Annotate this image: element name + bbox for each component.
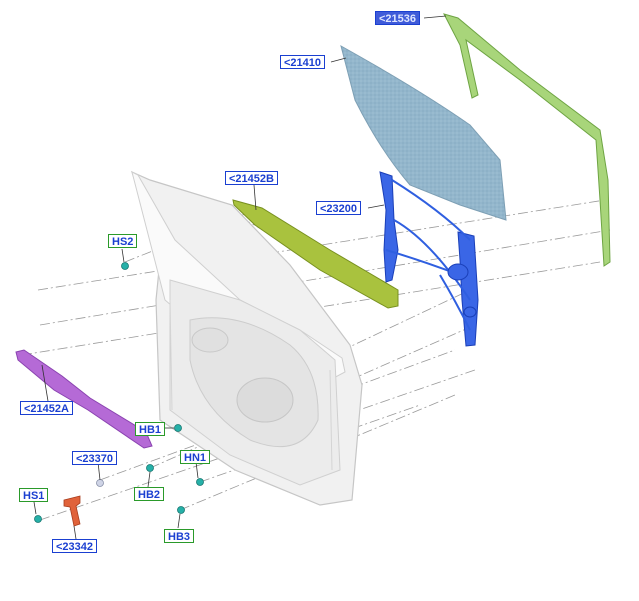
fasteners <box>34 262 204 523</box>
callout-23200[interactable]: <23200 <box>316 201 362 215</box>
callout-hn1[interactable]: HN1 <box>180 450 211 464</box>
callout-21410[interactable]: <21410 <box>280 55 326 69</box>
callout-hb1[interactable]: HB1 <box>135 422 166 436</box>
fastener-hb2 <box>146 464 154 472</box>
fastener-23370 <box>96 479 104 487</box>
belt-weatherstrip-outer <box>15 349 153 449</box>
callout-21452b[interactable]: <21452B <box>225 171 278 185</box>
fastener-hs2 <box>121 262 129 270</box>
fastener-hb3 <box>177 506 185 514</box>
door-inner-panel <box>131 170 363 506</box>
belt-molding-inner <box>232 199 399 309</box>
window-regulator <box>379 171 479 347</box>
callout-hb2[interactable]: HB2 <box>134 487 165 501</box>
fastener-hn1 <box>196 478 204 486</box>
fastener-hb1 <box>174 424 182 432</box>
callout-hb3[interactable]: HB3 <box>164 529 195 543</box>
fastener-hs1 <box>34 515 42 523</box>
leader-lines <box>33 15 447 540</box>
callout-23342[interactable]: <23342 <box>52 539 98 553</box>
glass-run-weatherstrip <box>443 13 611 267</box>
door-glass <box>340 44 507 221</box>
callout-23370[interactable]: <23370 <box>72 451 118 465</box>
callout-hs1[interactable]: HS1 <box>19 488 49 502</box>
retainer-clip <box>63 495 81 527</box>
callout-hs2[interactable]: HS2 <box>108 234 138 248</box>
callout-21452a[interactable]: <21452A <box>20 401 73 415</box>
callout-21536[interactable]: <21536 <box>375 11 421 25</box>
